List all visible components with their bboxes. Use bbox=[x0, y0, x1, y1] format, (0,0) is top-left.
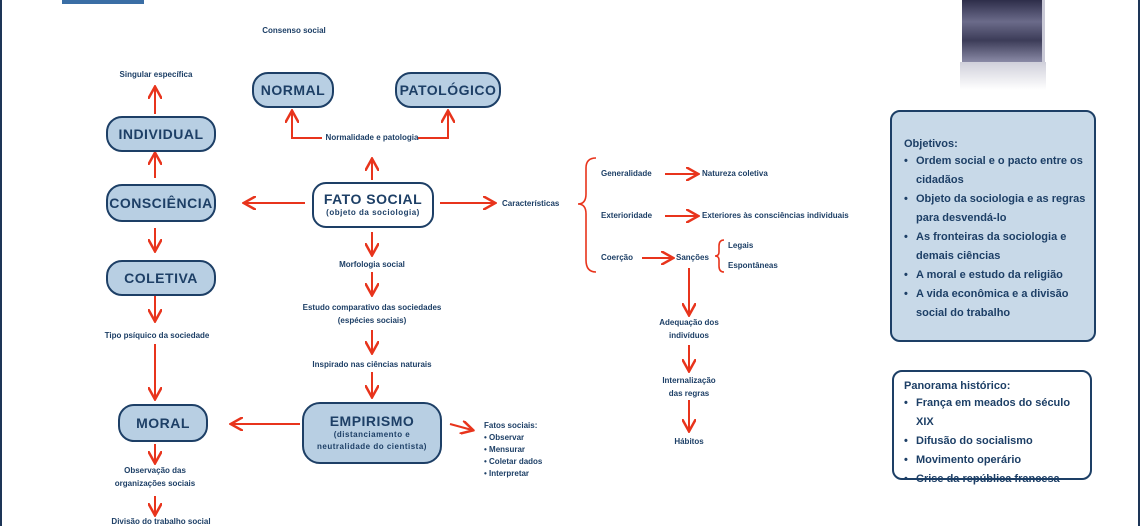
arrow-to-normal bbox=[292, 112, 322, 139]
label-generalidade: Generalidade bbox=[601, 169, 652, 178]
fato-social-subtitle: (objeto da sociologia) bbox=[326, 208, 420, 217]
objetivos-item: A moral e estudo da religião bbox=[904, 266, 1086, 285]
label-exterioridade: Exterioridade bbox=[601, 211, 653, 220]
fatos-sociais-item: • Interpretar bbox=[484, 469, 530, 478]
node-normal: NORMAL bbox=[252, 72, 334, 108]
fatos-sociais-item-label: Coletar dados bbox=[489, 457, 543, 466]
empirismo-title: EMPIRISMO bbox=[329, 413, 415, 429]
panorama-panel: Panorama histórico: França em meados do … bbox=[892, 370, 1092, 489]
fatos-sociais-item: • Observar bbox=[484, 433, 525, 442]
label-tipo-psiquico: Tipo psíquico da sociedade bbox=[104, 331, 210, 340]
fatos-sociais-item: • Coletar dados bbox=[484, 457, 543, 466]
objetivos-item: Objeto da sociologia e as regras para de… bbox=[904, 190, 1086, 228]
top-accent-bar bbox=[62, 0, 144, 4]
label-adequacao-2: indivíduos bbox=[669, 331, 709, 340]
label-consenso-social: Consenso social bbox=[262, 26, 326, 35]
label-adequacao-1: Adequação dos bbox=[659, 318, 719, 327]
fatos-sociais-item: • Mensurar bbox=[484, 445, 526, 454]
objetivos-item: A vida econômica e a divisão social do t… bbox=[904, 285, 1086, 323]
node-fato-social: FATO SOCIAL (objeto da sociologia) bbox=[312, 182, 434, 228]
panorama-item: Movimento operário bbox=[904, 451, 1082, 470]
fatos-sociais-item-label: Observar bbox=[489, 433, 525, 442]
node-normal-label: NORMAL bbox=[260, 82, 326, 98]
right-border bbox=[1138, 0, 1140, 526]
arrow-to-patologico bbox=[418, 112, 448, 139]
label-legais: Legais bbox=[728, 241, 754, 250]
node-individual-label: INDIVIDUAL bbox=[118, 126, 204, 142]
objetivos-item: Ordem social e o pacto entre os cidadãos bbox=[904, 152, 1086, 190]
label-observacao-2: organizações sociais bbox=[114, 479, 196, 488]
label-estudo-comparativo-1: Estudo comparativo das sociedades bbox=[302, 303, 442, 312]
fatos-sociais-item-label: Interpretar bbox=[489, 469, 530, 478]
label-coercao: Coerção bbox=[601, 253, 634, 262]
node-coletiva-label: COLETIVA bbox=[124, 270, 198, 286]
brace-sancoes bbox=[714, 239, 725, 273]
panorama-item: Crise da república francesa bbox=[904, 470, 1082, 489]
panorama-title: Panorama histórico: bbox=[904, 380, 1011, 392]
objetivos-title: Objetivos: bbox=[904, 138, 958, 150]
node-consciencia-label: CONSCIÊNCIA bbox=[109, 195, 213, 211]
node-moral-label: MORAL bbox=[136, 415, 190, 431]
fatos-sociais-block: Fatos sociais: • Observar • Mensurar • C… bbox=[484, 420, 542, 480]
empirismo-subtitle-1: (distanciamento e bbox=[333, 430, 411, 439]
fato-social-title: FATO SOCIAL bbox=[323, 191, 423, 207]
fatos-sociais-item-label: Mensurar bbox=[489, 445, 526, 454]
label-caracteristicas: Características bbox=[502, 199, 560, 208]
label-exterior-consciencias: Exteriores às consciências individuais bbox=[702, 211, 849, 220]
label-morfologia-social: Morfologia social bbox=[339, 260, 405, 269]
objetivos-panel: Objetivos: Ordem social e o pacto entre … bbox=[890, 110, 1096, 342]
label-divisao-trabalho: Divisão do trabalho social bbox=[111, 517, 211, 526]
label-observacao-1: Observação das bbox=[124, 466, 186, 475]
objetivos-item: As fronteiras da sociologia e demais ciê… bbox=[904, 228, 1086, 266]
label-singular-especifica: Singular específica bbox=[119, 70, 193, 79]
objetivos-list: Ordem social e o pacto entre os cidadãos… bbox=[904, 152, 1086, 323]
node-consciencia: CONSCIÊNCIA bbox=[106, 184, 216, 222]
left-border bbox=[0, 0, 2, 526]
node-patologico: PATOLÓGICO bbox=[395, 72, 501, 108]
empirismo-subtitle-2: neutralidade do cientista) bbox=[317, 442, 427, 451]
node-coletiva: COLETIVA bbox=[106, 260, 216, 296]
brace-caracteristicas bbox=[577, 157, 597, 273]
label-habitos: Hábitos bbox=[674, 437, 704, 446]
book-cover-image bbox=[962, 0, 1045, 62]
panorama-list: França em meados do século XIX Difusão d… bbox=[904, 394, 1082, 489]
node-patologico-label: PATOLÓGICO bbox=[399, 82, 497, 98]
label-internalizacao-2: das regras bbox=[668, 389, 710, 398]
label-internalizacao-1: Internalização bbox=[662, 376, 716, 385]
node-empirismo: EMPIRISMO (distanciamento e neutralidade… bbox=[302, 402, 442, 464]
panorama-item: França em meados do século XIX bbox=[904, 394, 1082, 432]
label-espontaneas: Espontâneas bbox=[728, 261, 778, 270]
node-moral: MORAL bbox=[118, 404, 208, 442]
label-estudo-comparativo-2: (espécies sociais) bbox=[337, 316, 407, 325]
label-sancoes: Sanções bbox=[676, 253, 709, 262]
label-inspirado: Inspirado nas ciências naturais bbox=[312, 360, 432, 369]
book-cover-reflection bbox=[960, 62, 1046, 90]
label-natureza-coletiva: Natureza coletiva bbox=[702, 169, 768, 178]
panorama-item: Difusão do socialismo bbox=[904, 432, 1082, 451]
node-individual: INDIVIDUAL bbox=[106, 116, 216, 152]
arrow-empirismo-to-fatos bbox=[449, 424, 472, 430]
label-normalidade-patologia: Normalidade e patologia bbox=[325, 133, 419, 142]
fatos-sociais-title: Fatos sociais: bbox=[484, 421, 538, 430]
